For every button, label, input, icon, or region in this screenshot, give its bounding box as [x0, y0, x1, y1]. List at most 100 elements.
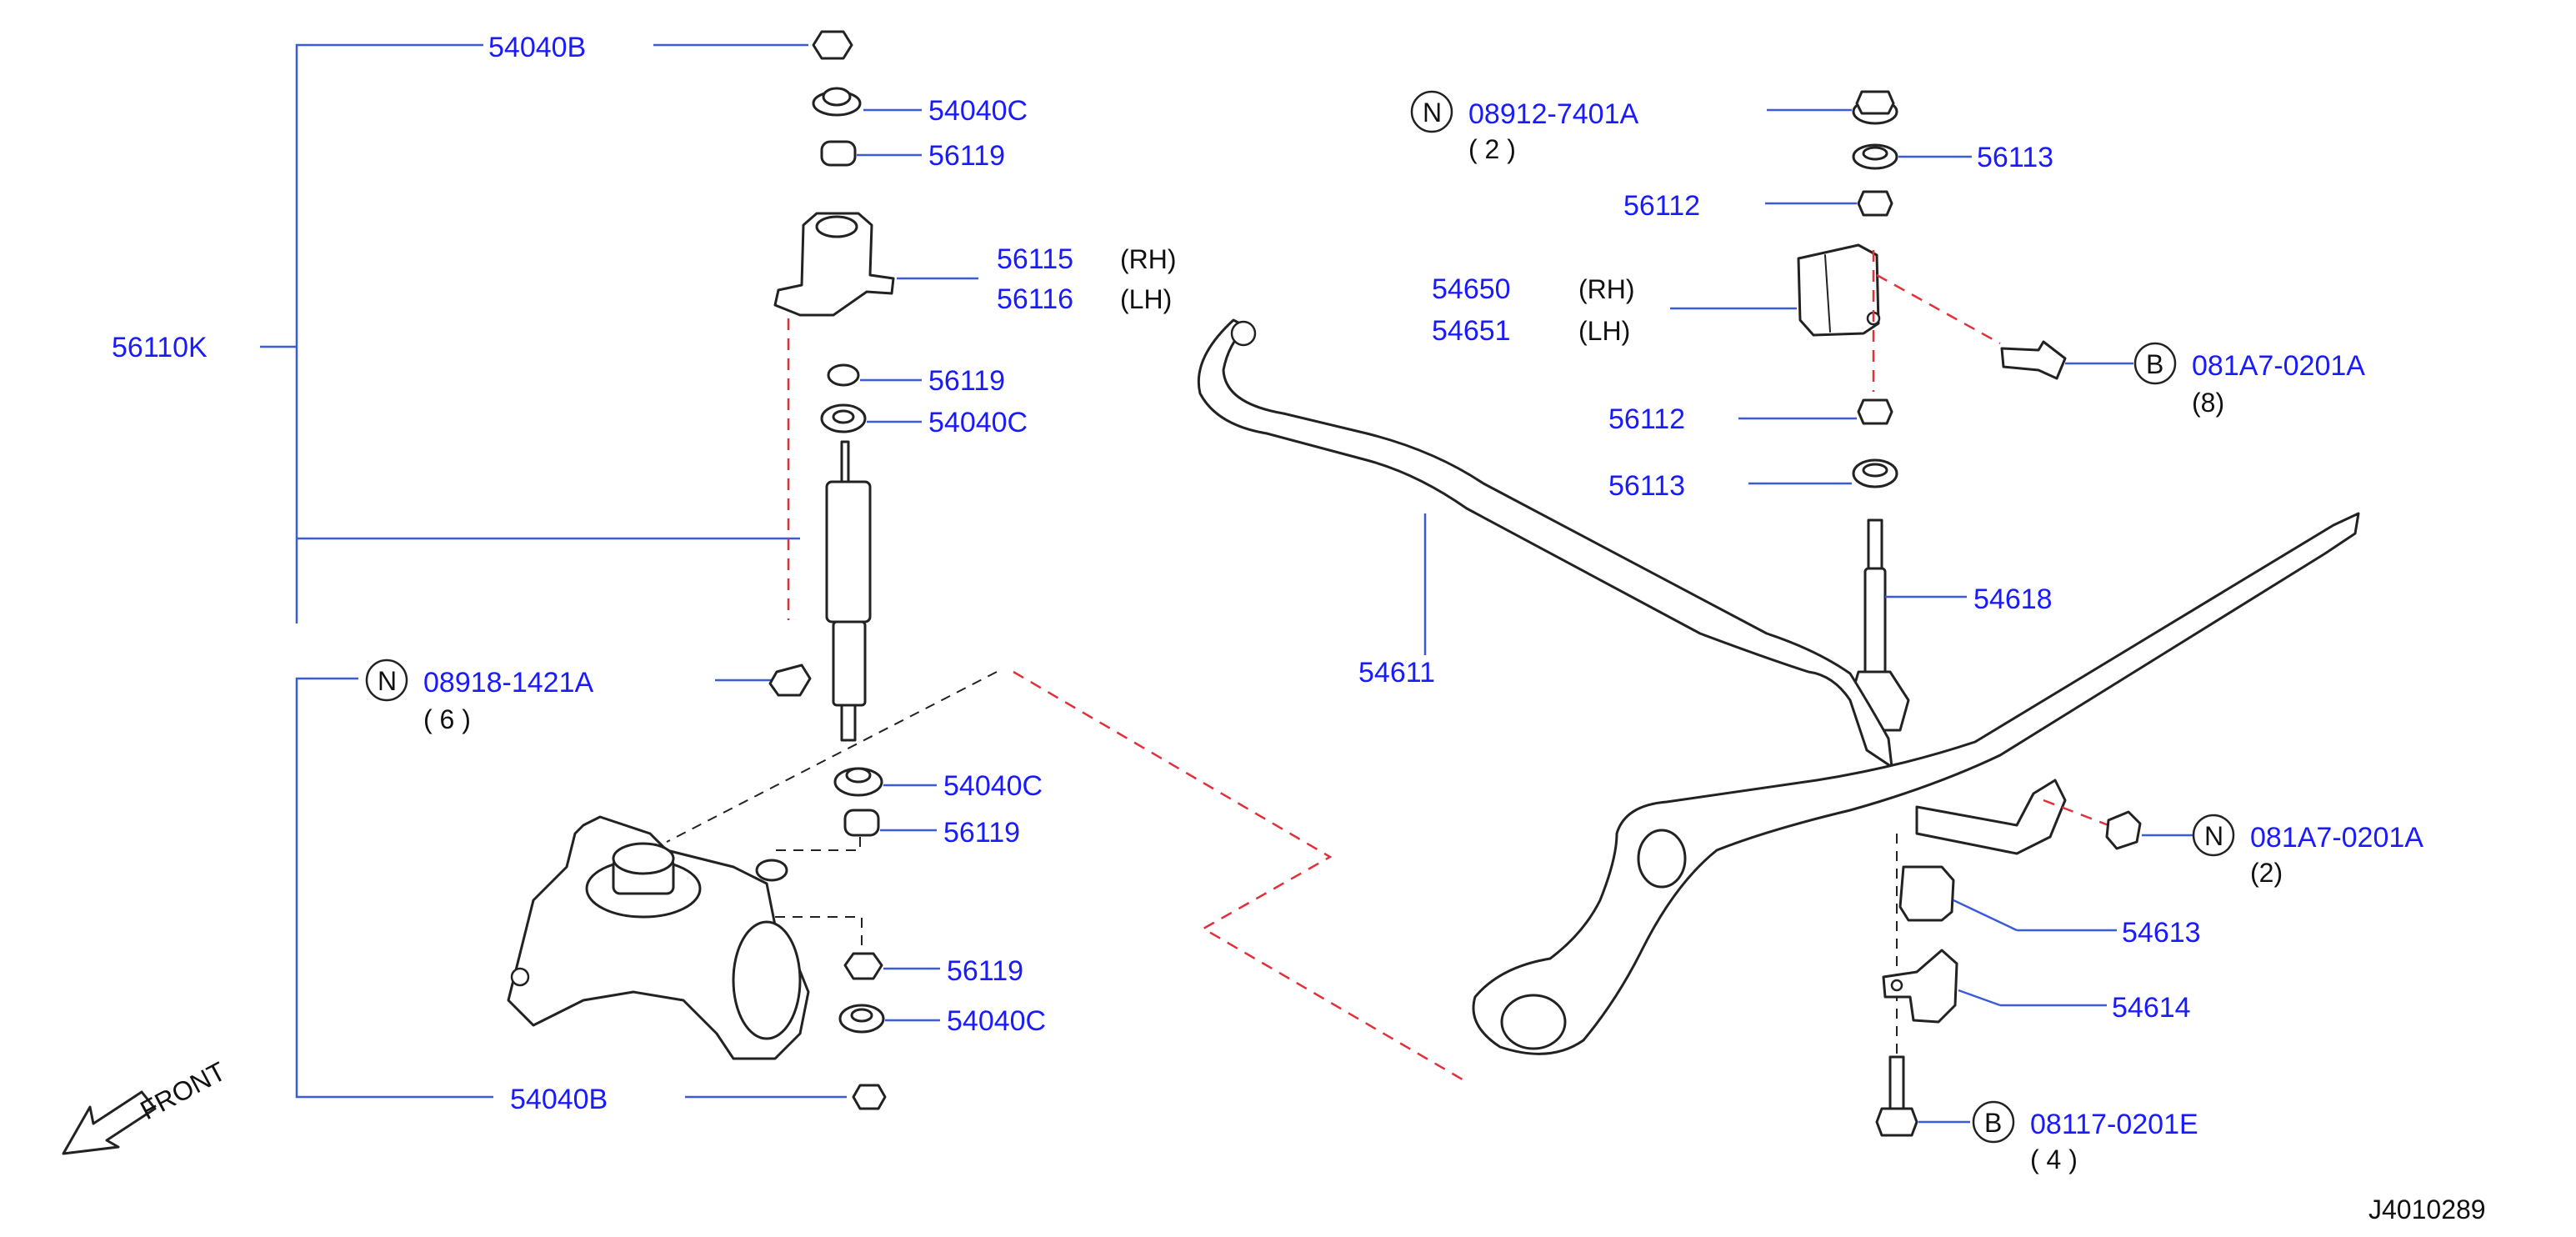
b-bolt-2-shank	[1888, 1055, 1905, 1110]
label-n-nut-2: 081A7-0201A	[2250, 822, 2423, 854]
label-link-rod: 54618	[1973, 583, 2053, 615]
n-nut	[768, 664, 812, 697]
link-rod	[1863, 567, 1887, 679]
label-b-bolt: 081A7-0201A	[2192, 350, 2365, 382]
b-marker-circle-2	[1972, 1100, 2015, 1144]
stab-washer-hole	[1862, 146, 1888, 161]
label-stab-bracket-rh: 54650	[1432, 273, 1511, 305]
link-rod-thread	[1867, 518, 1883, 570]
shock-rod	[840, 440, 850, 483]
guide-line-2	[775, 837, 861, 851]
label-mid-bushing: 56119	[928, 365, 1005, 397]
shock-upper-body	[825, 480, 872, 624]
stab-bushing-2	[1857, 398, 1893, 425]
shock-lower-stem	[840, 704, 857, 742]
label-n-nut-qty: ( 6 )	[423, 704, 471, 734]
upper-bushing	[820, 140, 857, 167]
upper-washer-hub	[822, 87, 852, 107]
label-arm-bushing: 56119	[947, 955, 1023, 987]
stab-bracket	[1797, 243, 1880, 337]
label-b-bolt-2-qty: ( 4 )	[2030, 1144, 2078, 1174]
front-arrow-shape	[62, 1090, 157, 1155]
nut-alignment-line	[2043, 799, 2109, 827]
bottom-nut	[852, 1084, 887, 1110]
arm-mount-hole	[755, 859, 788, 882]
label-stab-bushing: 56112	[1623, 190, 1700, 222]
label-bracket-lh: 56116	[997, 283, 1073, 315]
guide-line-1	[666, 671, 998, 843]
label-b-bolt-qty: (8)	[2192, 388, 2224, 418]
stabilizer-bar	[1197, 318, 1893, 769]
label-b-bolt-2: 08117-0201E	[2030, 1109, 2198, 1140]
b-marker-letter: B	[2146, 349, 2163, 379]
assembly-bracket-lower	[295, 677, 493, 1099]
label-stab-clamp: 54614	[2112, 992, 2191, 1024]
label-stab-nut-qty: ( 2 )	[1468, 134, 1516, 164]
lower-washer-hub	[845, 767, 872, 784]
b-marker-letter-2: B	[1984, 1108, 2002, 1138]
upper-bracket	[773, 212, 895, 317]
label-stab-washer-2: 56113	[1608, 470, 1685, 502]
stab-clamp	[1882, 949, 1958, 1024]
stab-bushing	[1857, 190, 1893, 217]
b-marker-icon: B	[2133, 342, 2177, 385]
n-marker-letter: N	[378, 666, 397, 696]
crossmember	[1472, 512, 2360, 1055]
stab-bracket-edge	[1824, 254, 1831, 333]
label-bracket-rh-side: (RH)	[1120, 244, 1177, 274]
crossmember-bushing-rear	[1637, 829, 1687, 889]
arm-end-lobe	[732, 920, 802, 1040]
guide-line-3	[775, 916, 863, 955]
label-stab-washer: 56113	[1977, 142, 2053, 173]
label-n-nut: 08918-1421A	[423, 667, 594, 699]
stab-clamp-hole	[1890, 979, 1903, 992]
label-stab-bracket-lh: 54651	[1432, 315, 1511, 347]
mid-bushing	[827, 363, 860, 387]
front-arrow-icon	[62, 1090, 157, 1155]
label-lower-bushing: 56119	[943, 817, 1020, 849]
stab-washer-2-hole	[1862, 463, 1888, 478]
b-marker-icon: B	[1972, 1100, 2015, 1144]
label-stab-bracket-lh-side: (LH)	[1578, 316, 1630, 346]
label-stab-bush: 54613	[2122, 917, 2201, 949]
labels-right: N 08912-7401A ( 2 ) 56113 56112 54650 (R…	[1358, 90, 2486, 1224]
lower-bushing	[843, 809, 880, 837]
arm-bolt-hole	[510, 967, 530, 987]
stabilizer-group	[1197, 90, 2360, 1137]
b-bolt-2-head	[1875, 1107, 1918, 1137]
knuckle-boss-top	[612, 842, 675, 875]
label-bracket-lh-side: (LH)	[1120, 284, 1172, 314]
n-marker-circle	[365, 659, 408, 702]
label-lower-washer: 54040C	[943, 770, 1043, 802]
label-assembly: 56110K	[112, 332, 208, 363]
stabilizer-bar-eye	[1230, 320, 1257, 347]
n-marker-icon: N	[365, 659, 408, 702]
leader-stab-clamp-a	[1958, 989, 2001, 1007]
group-link-line	[1013, 670, 1468, 1084]
bracket-hole	[815, 215, 858, 238]
label-arm-washer: 54040C	[947, 1005, 1046, 1037]
mid-washer-hole	[832, 409, 855, 424]
label-top-nut: 54040B	[488, 32, 586, 63]
label-mid-washer: 54040C	[928, 407, 1028, 438]
lower-arm	[507, 815, 810, 1060]
stab-bush	[1898, 865, 1955, 922]
label-n-nut-2-qty: (2)	[2250, 858, 2283, 888]
crossmember-bushing-front	[1500, 994, 1567, 1050]
arm-bushing	[843, 952, 883, 980]
shock-lower-body	[832, 620, 867, 707]
bolt-alignment-line	[1876, 273, 2001, 345]
label-upper-bushing: 56119	[928, 140, 1005, 172]
n-marker-letter-2: N	[1423, 98, 1442, 128]
stab-nut	[1855, 90, 1895, 115]
arm-washer-hole	[850, 1008, 873, 1023]
label-stabilizer-bar: 54611	[1358, 657, 1435, 689]
b-bolt	[2000, 340, 2067, 380]
crossmember-tab	[1915, 779, 2067, 855]
label-bottom-nut: 54040B	[510, 1084, 608, 1115]
assembly-bracket-upper	[295, 43, 483, 624]
label-stab-bushing-2: 56112	[1608, 403, 1685, 435]
diagram-id: J4010289	[2368, 1194, 2486, 1224]
n-marker-circle-2	[1410, 90, 1453, 133]
